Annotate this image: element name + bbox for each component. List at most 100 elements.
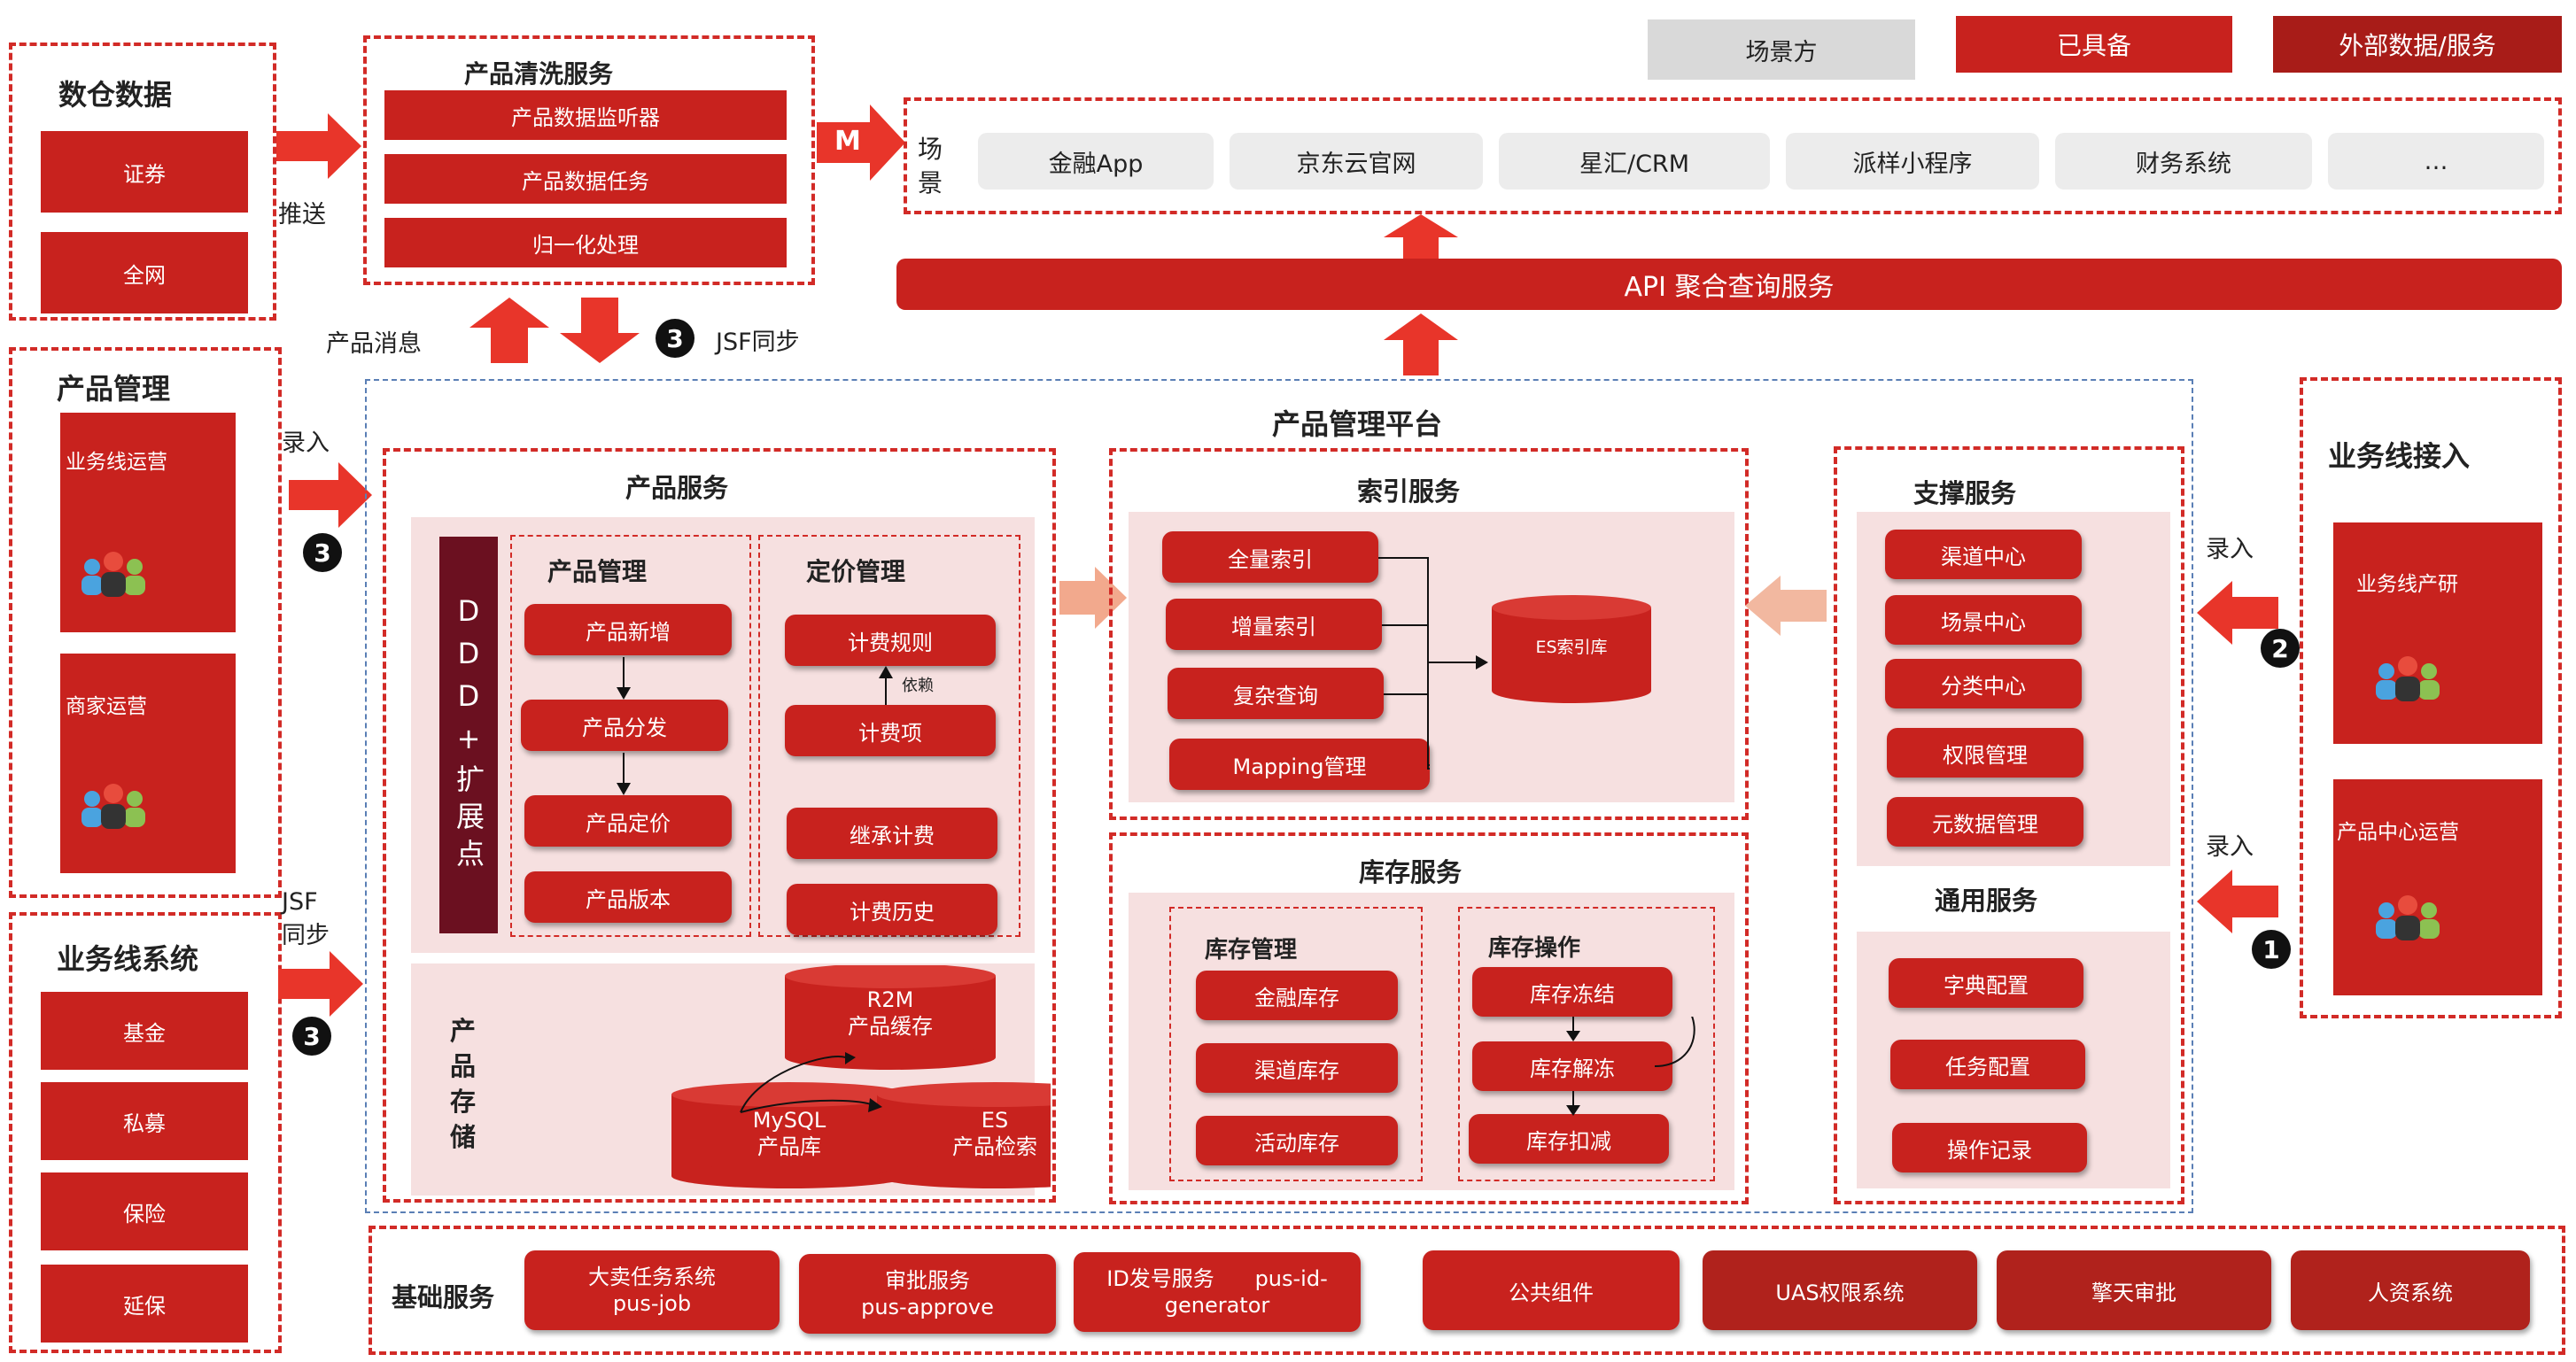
ddd-label: DDD+扩展点	[452, 594, 485, 876]
cleaning-item-normalize: 归一化处理	[384, 218, 787, 267]
push-arrow-icon	[276, 113, 361, 179]
stock-service-title: 库存服务	[1359, 857, 1463, 887]
index-incremental: 增量索引	[1166, 599, 1382, 650]
pricing-history: 计费历史	[787, 884, 997, 935]
left-arrow-icon	[2197, 870, 2278, 933]
pricing-item: 计费项	[785, 705, 996, 756]
base-common-components: 公共组件	[1423, 1250, 1680, 1330]
pricing-mgmt-group: 定价管理 计费规则 计费项 继承计费 计费历史 依赖	[758, 535, 1020, 937]
platform-panel	[365, 379, 2193, 1213]
index-service-title: 索引服务	[1357, 476, 1461, 507]
bizline-card-ops: 产品中心运营	[2333, 779, 2542, 995]
scene-label: 场景	[918, 135, 943, 197]
stock-ops-group: 库存操作 库存冻结 库存解冻 库存扣减	[1458, 907, 1715, 1181]
index-complex-query: 复杂查询	[1168, 668, 1384, 719]
support-service-title: 支撑服务	[1913, 478, 2017, 508]
es-cylinder-icon	[877, 1082, 1051, 1188]
down-arrow-icon	[560, 298, 640, 363]
mgmt-card-label: 业务线运营	[66, 451, 167, 474]
support-metadata: 元数据管理	[1887, 797, 2083, 847]
scene-item-crm: 星汇/CRM	[1499, 133, 1770, 190]
cleaning-panel: 产品清洗服务 产品数据监听器 产品数据任务 归一化处理	[363, 35, 815, 285]
people-icon	[81, 784, 145, 829]
bizsys-panel: 业务线系统 基金 私募 保险 延保	[9, 912, 282, 1353]
depends-label: 依赖	[902, 677, 934, 695]
people-icon	[2376, 895, 2440, 940]
product-mgmt-title: 产品管理	[57, 372, 171, 406]
index-connectors	[1378, 557, 1488, 770]
product-msg-label: 产品消息	[326, 330, 422, 358]
base-service-panel: 基础服务 大卖任务系统 pus-job 审批服务 pus-approve ID发…	[369, 1226, 2565, 1355]
badge-three: 3	[303, 533, 342, 572]
scene-item-jdcloud: 京东云官网	[1230, 133, 1483, 190]
bizline-card-label: 业务线产研	[2356, 573, 2458, 596]
scene-item-more: …	[2328, 133, 2544, 190]
jsf-sync-label: JSF同步	[716, 329, 800, 356]
pricing-inherit: 继承计费	[787, 808, 997, 859]
stock-mgmt-title: 库存管理	[1205, 937, 1298, 963]
scene-item-miniapp: 派样小程序	[1786, 133, 2039, 190]
pricing-rule: 计费规则	[785, 615, 996, 666]
right-arrow-icon	[289, 462, 372, 528]
product-pricing: 产品定价	[524, 795, 732, 847]
cleaning-title: 产品清洗服务	[464, 59, 614, 89]
mysql-label: MySQL 产品库	[752, 1108, 826, 1159]
bizsys-item-warranty: 延保	[41, 1265, 248, 1343]
bizline-card-rnd: 业务线产研	[2333, 522, 2542, 744]
support-permission: 权限管理	[1887, 728, 2083, 778]
r2m-label: R2M 产品缓存	[848, 987, 933, 1039]
r2m-cylinder-icon	[785, 965, 996, 1070]
product-mgmt-panel: 产品管理 业务线运营 商家运营	[9, 347, 282, 898]
api-aggregate-bar: API 聚合查询服务	[896, 259, 2562, 310]
index-mapping: Mapping管理	[1169, 739, 1430, 790]
left-arrow-icon	[2197, 581, 2278, 645]
push-label: 推送	[278, 201, 326, 228]
support-scene-center: 场景中心	[1885, 595, 2082, 645]
bizline-title: 业务线接入	[2328, 439, 2471, 473]
scene-item-finance-system: 财务系统	[2055, 133, 2312, 190]
up-arrow-icon	[1384, 313, 1458, 375]
right-arrow-icon	[278, 951, 363, 1017]
warehouse-title: 数仓数据	[58, 78, 173, 112]
es-index-label: ES索引库	[1535, 638, 1608, 657]
base-service-title: 基础服务	[392, 1282, 495, 1312]
enter-label: 录入	[2206, 833, 2254, 861]
bizline-panel: 业务线接入 业务线产研 产品中心运营	[2300, 377, 2562, 1018]
stock-deduct: 库存扣减	[1469, 1114, 1669, 1164]
bizline-card-label: 产品中心运营	[2337, 821, 2459, 844]
bizsys-item-private: 私募	[41, 1082, 248, 1160]
scene-panel: 场景 金融App 京东云官网 星汇/CRM 派样小程序 财务系统 …	[904, 97, 2562, 214]
es-index-cylinder-icon	[1492, 595, 1651, 703]
mgmt-card-label: 商家运营	[66, 695, 147, 718]
enter-label: 录入	[282, 429, 330, 457]
support-category-center: 分类中心	[1885, 659, 2082, 708]
legend-ready: 已具备	[1956, 16, 2232, 73]
es-label: ES 产品检索	[952, 1108, 1037, 1159]
base-hr-system: 人资系统	[2291, 1250, 2530, 1330]
mgmt-card-merchant-ops: 商家运营	[60, 654, 236, 873]
common-task: 任务配置	[1890, 1040, 2085, 1089]
m-label: M	[834, 126, 861, 157]
warehouse-item-securities: 证券	[41, 131, 248, 213]
down-arrow-icon	[617, 657, 631, 700]
base-qingtian-approval: 擎天审批	[1997, 1250, 2271, 1330]
stock-activity: 活动库存	[1196, 1116, 1398, 1165]
product-version: 产品版本	[524, 871, 732, 923]
product-service-title: 产品服务	[625, 473, 729, 503]
badge-three: 3	[292, 1017, 331, 1056]
badge-two: 2	[2261, 629, 2300, 668]
badge-one: 1	[2252, 930, 2291, 969]
base-job: 大卖任务系统 pus-job	[524, 1250, 780, 1330]
index-service-panel: 索引服务 全量索引 增量索引 复杂查询 Mapping管理 ES索引库	[1109, 448, 1749, 820]
common-service-title: 通用服务	[1935, 886, 2038, 916]
up-arrow-icon	[1384, 214, 1458, 259]
stock-finance: 金融库存	[1196, 971, 1398, 1020]
bizsys-item-fund: 基金	[41, 992, 248, 1070]
stock-ops-connectors	[1566, 1017, 1695, 1116]
bizsys-item-insurance: 保险	[41, 1172, 248, 1250]
support-channel-center: 渠道中心	[1885, 530, 2082, 579]
platform-title: 产品管理平台	[1272, 407, 1443, 441]
stock-freeze: 库存冻结	[1472, 967, 1672, 1017]
m-arrow-icon	[817, 104, 905, 181]
base-uas-permission: UAS权限系统	[1703, 1250, 1977, 1330]
